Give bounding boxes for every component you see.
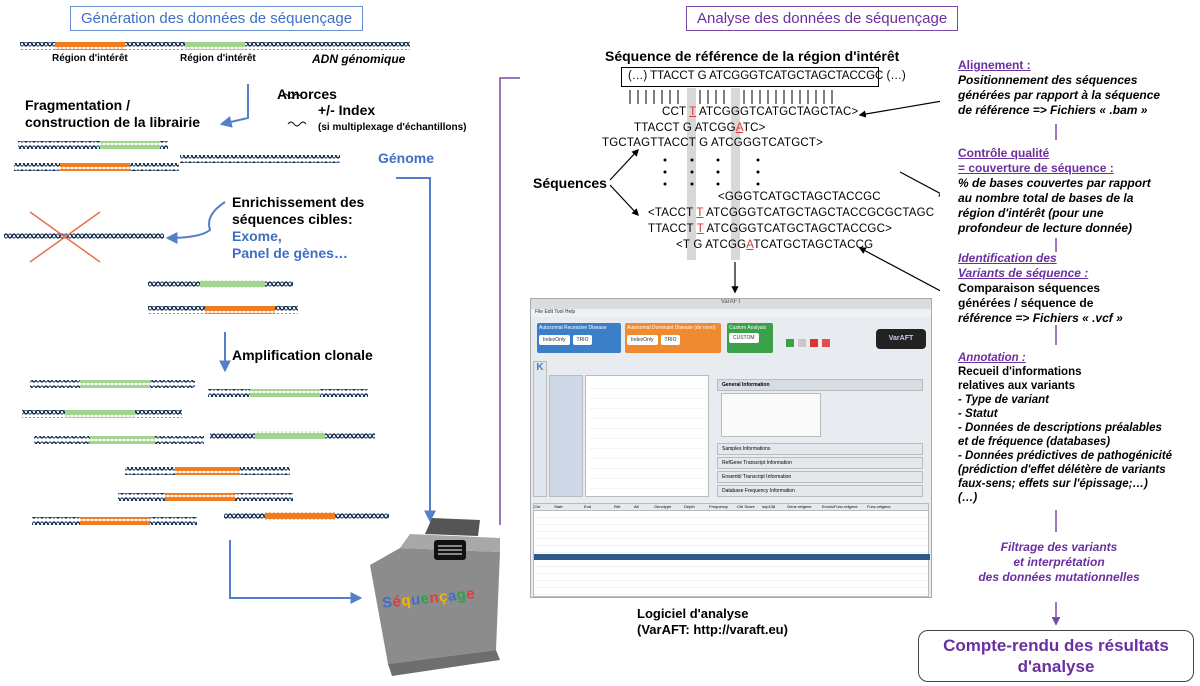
- menu-bar: File Edit Tool Help: [531, 309, 931, 317]
- region-label-1: Région d'intérêt: [52, 53, 128, 64]
- k-logo: K: [533, 361, 547, 497]
- fragmentation-label: Fragmentation /: [25, 97, 131, 113]
- custom-button[interactable]: CUSTOM: [729, 333, 759, 343]
- close-icon[interactable]: [810, 339, 818, 347]
- read-5: <TACCT T ATCGGGTCATGCTAGCTACCGCGCTAGC: [648, 207, 935, 219]
- indexonly-button-2[interactable]: IndexOnly: [627, 335, 658, 345]
- selected-row[interactable]: [534, 554, 930, 560]
- toolbar-icons: [786, 339, 830, 347]
- varaft-screenshot: VarAFT File Edit Tool Help Autosomal Rec…: [530, 298, 932, 598]
- read-6: TTACCT T ATCGGGTCATGCTAGCTACCGC>: [648, 223, 892, 235]
- varaft-logo: VarAFT: [876, 329, 926, 349]
- predictor-filters[interactable]: [585, 375, 709, 497]
- exome-label: Exome,: [232, 228, 282, 244]
- filtering-block: Filtrage des variants et interprétation …: [978, 540, 1140, 584]
- export-icon[interactable]: [786, 339, 794, 347]
- enrichment-label-2: séquences cibles:: [232, 211, 353, 227]
- indexonly-button-1[interactable]: IndexOnly: [539, 335, 570, 345]
- filter-icon[interactable]: [798, 339, 806, 347]
- stop-icon[interactable]: [822, 339, 830, 347]
- trio-button-2[interactable]: TRIO: [660, 335, 681, 345]
- alignment-block: Alignement : Positionnement des séquence…: [958, 58, 1161, 117]
- library-label: construction de la librairie: [25, 114, 201, 130]
- ensembl-section[interactable]: Ensembl Transcript Information: [717, 471, 923, 483]
- genome-label: Génome: [378, 150, 435, 166]
- general-info-header[interactable]: General Information: [717, 379, 923, 391]
- index-label: +/- Index: [318, 102, 376, 118]
- gene-panel-label: Panel de gènes…: [232, 245, 348, 261]
- variant-identification-block: Identification des Variants de séquence …: [958, 251, 1123, 325]
- genomic-dna-label: ADN génomique: [312, 52, 406, 66]
- right-section-title: Analyse des données de séquençage: [686, 6, 959, 31]
- sequences-label: Séquences: [533, 175, 607, 191]
- read-3: TGCTAGTTACCT G ATCGGGTCATGCT>: [602, 137, 823, 149]
- read-2: TTACCT G ATCGGATC>: [634, 122, 766, 134]
- read-1: CCT T ATCGGGTCATGCTAGCTAC>: [662, 106, 859, 118]
- recessive-panel: Autosomal Recessive Disease IndexOnly TR…: [537, 323, 621, 353]
- filter-tabs[interactable]: [549, 375, 583, 497]
- primers-label: Amorces: [277, 86, 337, 102]
- multiplex-label: (si multiplexage d'échantillons): [318, 122, 467, 133]
- refgene-section[interactable]: RefGene Transcript Information: [717, 457, 923, 469]
- final-report-box: Compte-rendu des résultats d'analyse: [918, 630, 1194, 682]
- database-section[interactable]: Database Frequency Information: [717, 485, 923, 497]
- software-caption-2: (VarAFT: http://varaft.eu): [637, 622, 788, 637]
- dna-diagram: [4, 42, 520, 676]
- right-connector-lines: [1051, 124, 1061, 626]
- window-title: VarAFT: [531, 299, 931, 309]
- software-caption-1: Logiciel d'analyse: [637, 606, 749, 621]
- enrichment-label-1: Enrichissement des: [232, 194, 365, 210]
- alignment-graphic: [609, 88, 940, 294]
- amplification-label: Amplification clonale: [232, 347, 373, 363]
- custom-panel: Custom Analysis CUSTOM: [727, 323, 773, 353]
- general-info-box: [721, 393, 821, 437]
- left-section-title: Génération des données de séquençage: [70, 6, 364, 31]
- read-7: <T G ATCGGATCATGCTAGCTACCG: [676, 239, 874, 251]
- reference-title: Séquence de référence de la région d'int…: [605, 48, 900, 64]
- dominant-panel: Autosomal Dominant Disease (de novo) Ind…: [625, 323, 721, 353]
- annotation-block: Annotation : Recueil d'informations rela…: [958, 352, 1173, 504]
- table-rows: [534, 511, 928, 596]
- samples-section[interactable]: Samples Informations: [717, 443, 923, 455]
- region-label-2: Région d'intérêt: [180, 53, 256, 64]
- reference-sequence: (…) TTACCT G ATCGGGTCATGCTAGCTACCGC (…): [621, 67, 906, 87]
- quality-control-block: Contrôle qualité = couverture de séquenc…: [958, 146, 1151, 235]
- trio-button-1[interactable]: TRIO: [572, 335, 593, 345]
- read-4: <GGGTCATGCTAGCTACCGC: [718, 191, 881, 203]
